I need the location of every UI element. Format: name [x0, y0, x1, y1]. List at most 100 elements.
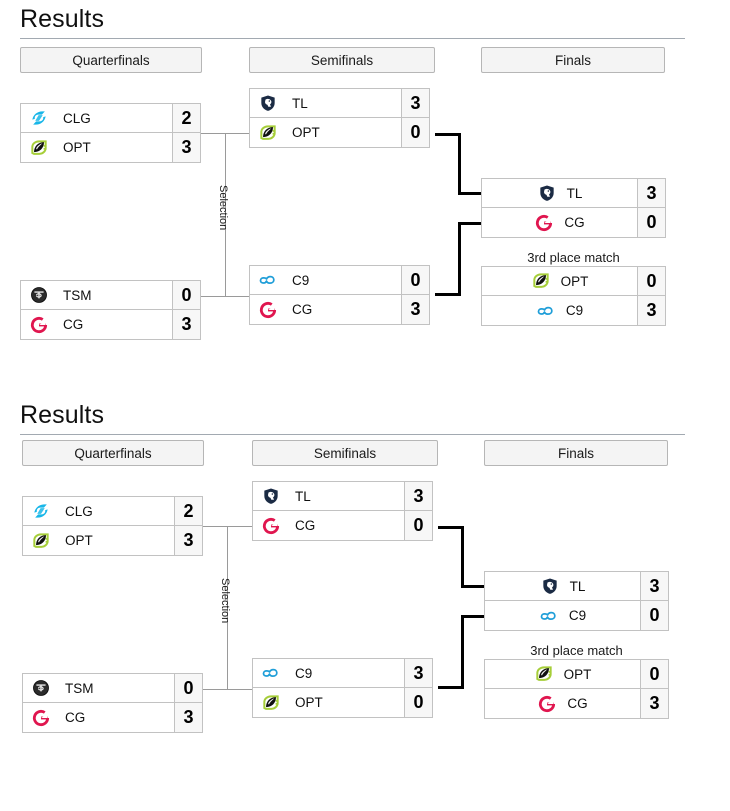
team-cell: TL — [482, 179, 637, 207]
team-name: CLG — [65, 503, 93, 519]
match-row[interactable]: C9 0 — [249, 265, 430, 295]
opt-logo — [258, 123, 278, 143]
connector-selection-spine — [225, 133, 226, 296]
match-row[interactable]: CG 3 — [20, 310, 201, 340]
page-title: Results — [20, 401, 105, 429]
score-cell: 0 — [401, 266, 429, 294]
match-semifinal-1[interactable]: TL 3 OPT 0 — [249, 88, 430, 148]
match-final[interactable]: TL 3 C9 0 — [484, 571, 669, 631]
score-cell: 0 — [404, 688, 432, 717]
team-cell: OPT — [21, 133, 172, 162]
cg-logo — [31, 708, 51, 728]
round-header-quarterfinals[interactable]: Quarterfinals — [20, 47, 202, 73]
score-cell: 3 — [637, 296, 665, 325]
match-quarterfinal-1[interactable]: CLG 2 OPT 3 — [22, 496, 203, 556]
match-row[interactable]: TL 3 — [484, 571, 669, 601]
opt-logo — [29, 138, 49, 158]
match-quarterfinal-1[interactable]: CLG 2 OPT 3 — [20, 103, 201, 163]
score-cell: 3 — [174, 703, 202, 732]
heading-divider — [20, 38, 685, 39]
match-quarterfinal-2[interactable]: TSM 0 CG 3 — [22, 673, 203, 733]
round-header-semifinals[interactable]: Semifinals — [252, 440, 438, 466]
round-header-finals[interactable]: Finals — [481, 47, 665, 73]
match-row[interactable]: TL 3 — [481, 178, 666, 208]
connector-sf1-vertical — [461, 526, 464, 588]
match-third-place[interactable]: OPT 0 C9 3 — [481, 266, 666, 326]
connector-sf2-vertical — [461, 615, 464, 689]
team-name: TL — [566, 185, 583, 201]
match-quarterfinal-2[interactable]: TSM 0 CG 3 — [20, 280, 201, 340]
connector-sf2-vertical — [458, 222, 461, 296]
team-name: OPT — [65, 533, 93, 548]
connector-final-top-in — [461, 585, 484, 588]
team-cell: CG — [21, 310, 172, 339]
match-row[interactable]: OPT 3 — [20, 133, 201, 163]
opt-logo — [31, 531, 51, 551]
match-row[interactable]: TL 3 — [252, 481, 433, 511]
score-cell: 0 — [172, 281, 200, 309]
score-cell: 2 — [172, 104, 200, 132]
match-row[interactable]: OPT 0 — [252, 688, 433, 718]
match-row[interactable]: CLG 2 — [20, 103, 201, 133]
connector-qf2-horizontal — [225, 296, 249, 297]
team-cell: CG — [253, 511, 404, 540]
match-semifinal-2[interactable]: C9 3 OPT 0 — [252, 658, 433, 718]
match-third-place[interactable]: OPT 0 CG 3 — [484, 659, 669, 719]
team-name: C9 — [292, 272, 310, 288]
team-cell: OPT — [485, 660, 640, 688]
match-row[interactable]: C9 3 — [481, 296, 666, 326]
cg-logo — [537, 694, 557, 714]
bracket-block-1: Results Quarterfinals Semifinals Finals … — [0, 0, 730, 390]
match-row[interactable]: TL 3 — [249, 88, 430, 118]
match-final[interactable]: TL 3 CG 0 — [481, 178, 666, 238]
connector-sf2-horizontal — [438, 686, 464, 689]
match-row[interactable]: OPT 3 — [22, 526, 203, 556]
score-cell: 3 — [401, 89, 429, 117]
match-semifinal-1[interactable]: TL 3 CG 0 — [252, 481, 433, 541]
team-cell: TL — [253, 482, 404, 510]
team-cell: CG — [485, 689, 640, 718]
score-cell: 3 — [640, 689, 668, 718]
clg-logo — [29, 108, 49, 128]
score-cell: 0 — [640, 660, 668, 688]
team-name: C9 — [565, 303, 584, 318]
c9-logo — [261, 663, 281, 683]
tl-logo — [540, 576, 560, 596]
cg-logo — [261, 516, 281, 536]
match-row[interactable]: OPT 0 — [249, 118, 430, 148]
score-cell: 3 — [637, 179, 665, 207]
tl-logo — [258, 93, 278, 113]
team-cell: C9 — [485, 601, 640, 630]
team-cell: TSM — [21, 281, 172, 309]
match-semifinal-2[interactable]: C9 0 CG 3 — [249, 265, 430, 325]
team-cell: TL — [250, 89, 401, 117]
match-row[interactable]: C9 0 — [484, 601, 669, 631]
match-row[interactable]: CG 0 — [481, 208, 666, 238]
score-cell: 0 — [637, 267, 665, 295]
match-row[interactable]: TSM 0 — [22, 673, 203, 703]
team-name: C9 — [295, 665, 313, 681]
team-name: CG — [65, 710, 86, 725]
match-row[interactable]: CG 3 — [249, 295, 430, 325]
match-row[interactable]: CG 3 — [484, 689, 669, 719]
match-row[interactable]: TSM 0 — [20, 280, 201, 310]
c9-logo — [258, 270, 278, 290]
match-row[interactable]: CG 3 — [22, 703, 203, 733]
round-header-finals[interactable]: Finals — [484, 440, 668, 466]
team-cell: C9 — [250, 266, 401, 294]
opt-logo — [534, 664, 554, 684]
heading-divider — [20, 434, 685, 435]
match-row[interactable]: OPT 0 — [481, 266, 666, 296]
team-name: CG — [295, 518, 316, 533]
match-row[interactable]: OPT 0 — [484, 659, 669, 689]
match-row[interactable]: C9 3 — [252, 658, 433, 688]
connector-qf2-horizontal — [227, 689, 252, 690]
match-row[interactable]: CLG 2 — [22, 496, 203, 526]
cg-logo — [29, 315, 49, 335]
round-header-semifinals[interactable]: Semifinals — [249, 47, 435, 73]
team-name: OPT — [295, 695, 323, 710]
match-row[interactable]: CG 0 — [252, 511, 433, 541]
c9-logo — [536, 301, 556, 321]
team-name: C9 — [568, 608, 587, 623]
round-header-quarterfinals[interactable]: Quarterfinals — [22, 440, 204, 466]
